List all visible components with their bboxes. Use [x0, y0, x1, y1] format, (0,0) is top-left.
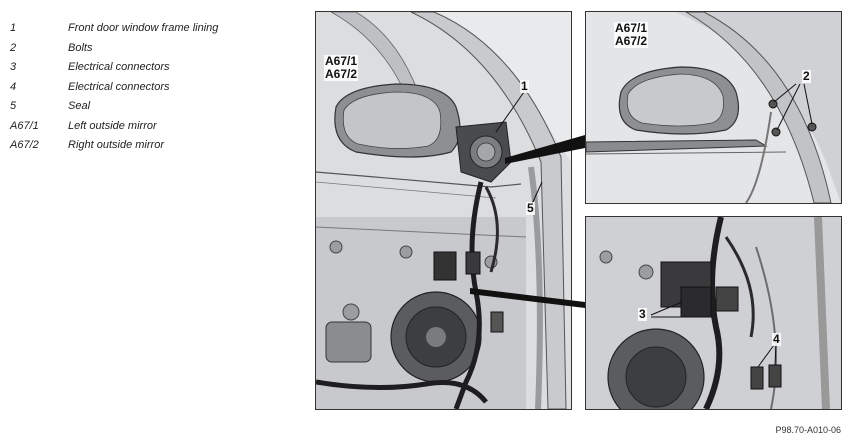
- legend-row: A67/1 Left outside mirror: [10, 120, 300, 140]
- legend-key: A67/2: [10, 139, 39, 151]
- callout-5: 5: [526, 201, 535, 215]
- legend-text: Right outside mirror: [68, 139, 164, 151]
- legend-key: 4: [10, 80, 17, 93]
- callout-2: 2: [802, 69, 811, 83]
- callout-4: 4: [772, 332, 781, 346]
- callout-3: 3: [638, 307, 647, 321]
- legend-text: Electrical connectors: [68, 61, 170, 73]
- callout-a67-2: A67/2: [324, 67, 359, 81]
- main-illustration-panel: A67/1 A67/2 1 5: [315, 11, 572, 410]
- legend-row: A67/2 Right outside mirror: [10, 139, 300, 159]
- legend-row: 5 Seal: [10, 100, 300, 120]
- legend-row: 1 Front door window frame lining: [10, 22, 300, 42]
- connectors-detail-panel: 3 4: [585, 216, 842, 410]
- callout-a67-1: A67/1: [324, 54, 359, 68]
- legend-text: Left outside mirror: [68, 119, 157, 132]
- legend-text: Bolts: [68, 41, 93, 54]
- legend-key: A67/1: [10, 119, 39, 132]
- legend-key: 3: [10, 61, 17, 73]
- callout-1: 1: [520, 79, 529, 93]
- legend-key: 1: [10, 22, 17, 34]
- legend-row: 2 Bolts: [10, 42, 300, 62]
- mirror-bolts-detail-panel: A67/1 A67/2 2: [585, 11, 842, 204]
- legend-text: Electrical connectors: [68, 80, 170, 93]
- legend-row: 4 Electrical connectors: [10, 81, 300, 101]
- callout-a67-1-detail: A67/1: [614, 21, 649, 35]
- mirror-bolts-illustration: [586, 12, 841, 203]
- callout-a67-2-detail: A67/2: [614, 34, 649, 48]
- legend-text: Front door window frame lining: [68, 22, 219, 34]
- legend-text: Seal: [68, 100, 91, 112]
- legend: 1 Front door window frame lining 2 Bolts 3…: [10, 22, 300, 159]
- connectors-illustration: [586, 217, 841, 409]
- legend-key: 2: [10, 41, 17, 54]
- figure-reference: P98.70-A010-06: [775, 425, 841, 435]
- legend-key: 5: [10, 100, 17, 112]
- legend-row: 3 Electrical connectors: [10, 61, 300, 81]
